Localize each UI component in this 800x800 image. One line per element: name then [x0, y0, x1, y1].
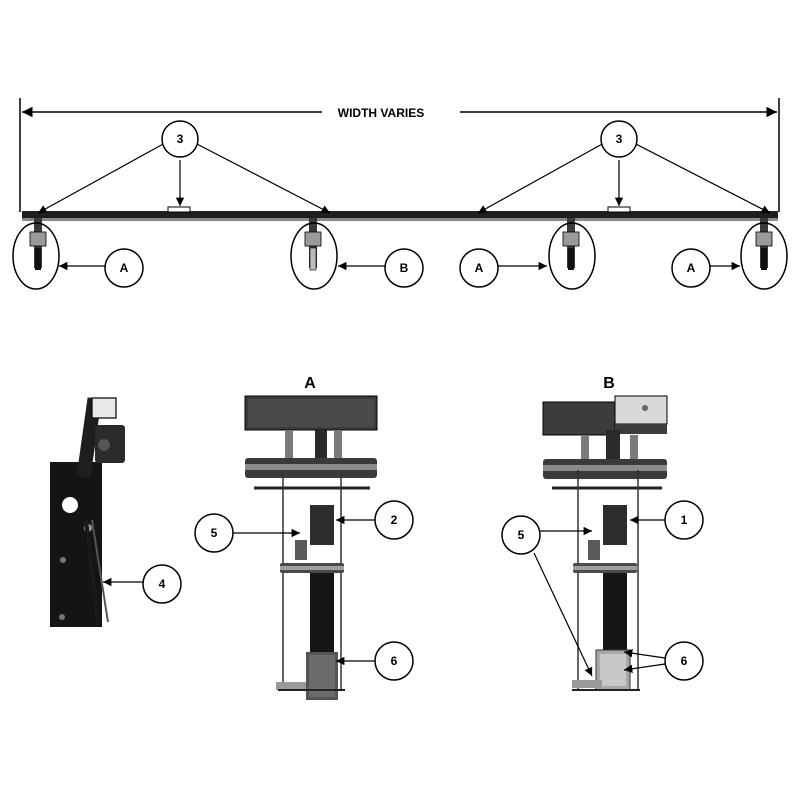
width-dimension: WIDTH VARIES [19, 98, 780, 212]
overview: WIDTH VARIES [12, 98, 788, 290]
hanger-2 [290, 218, 338, 290]
callout-3-right: 3 [477, 120, 771, 214]
callout-a-3: A [671, 248, 740, 288]
detail-b-callout-5: 5 [501, 515, 593, 677]
detail-a-callout-2: 2 [336, 500, 414, 540]
callout-b: B [338, 248, 424, 288]
callout-a-3-text: A [687, 261, 696, 275]
detail-a-callout-2-text: 2 [391, 513, 398, 527]
side-view: 4 [50, 397, 182, 627]
detail-b-callout-1-text: 1 [681, 513, 688, 527]
detail-a-title: A [304, 375, 316, 392]
hanger-4 [740, 218, 788, 290]
callout-3-left-text: 3 [177, 132, 184, 146]
detail-a-callout-6: 6 [336, 641, 414, 681]
callout-4: 4 [103, 564, 182, 604]
detail-b: B 5 1 [501, 375, 704, 691]
width-label: WIDTH VARIES [338, 106, 424, 120]
detail-b-callout-5-text: 5 [518, 528, 525, 542]
detail-b-title: B [603, 375, 615, 392]
detail-a: A 5 2 [194, 375, 414, 700]
callout-4-text: 4 [159, 577, 166, 591]
callout-b-text: B [400, 261, 409, 275]
detail-b-callout-1: 1 [630, 500, 704, 540]
main-beam [22, 206, 778, 221]
callout-a-2: A [459, 248, 547, 288]
hanger-1 [12, 218, 60, 290]
detail-a-callout-5-text: 5 [211, 526, 218, 540]
detail-a-callout-6-text: 6 [391, 654, 398, 668]
callout-a-1: A [59, 248, 144, 288]
callout-a-1-text: A [120, 261, 129, 275]
callout-a-2-text: A [475, 261, 484, 275]
detail-a-callout-5: 5 [194, 513, 300, 553]
callout-3-left: 3 [37, 120, 331, 214]
hanger-3 [548, 218, 596, 290]
callout-3-right-text: 3 [616, 132, 623, 146]
detail-b-callout-6-text: 6 [681, 654, 688, 668]
detail-b-callout-6: 6 [623, 641, 704, 681]
